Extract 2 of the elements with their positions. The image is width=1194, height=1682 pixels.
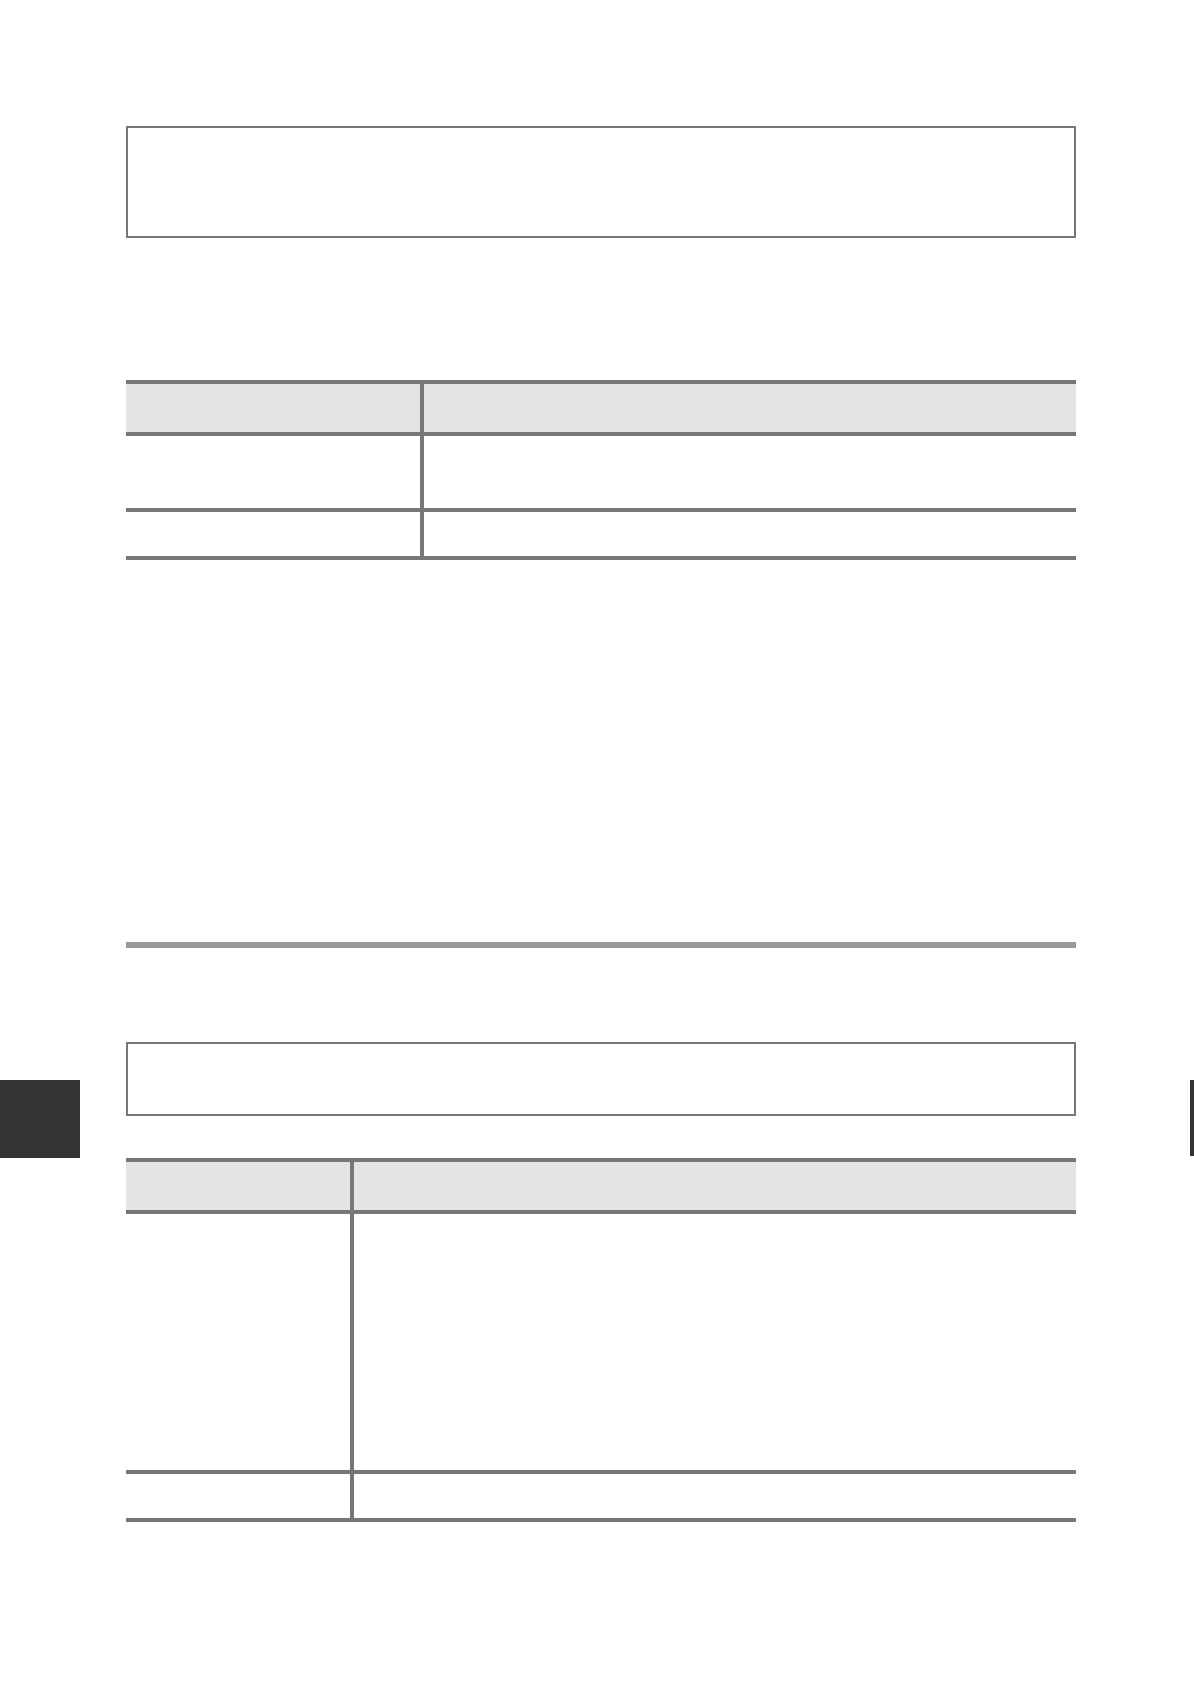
empty-box bbox=[126, 126, 1076, 238]
empty-box bbox=[126, 1042, 1076, 1116]
